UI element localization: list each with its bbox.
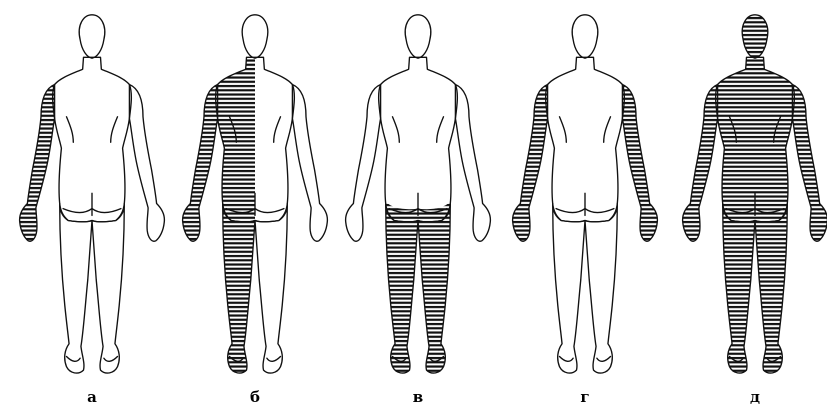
figure-label: а <box>87 388 97 406</box>
body-figure <box>683 15 827 373</box>
body-figure <box>346 15 491 373</box>
figures-layer: а б в г д <box>20 15 827 406</box>
body-figure <box>20 15 165 373</box>
body-outline <box>513 15 658 373</box>
body-outline <box>183 15 328 373</box>
figure-label: д <box>750 388 760 406</box>
body-outline <box>20 15 165 373</box>
figure-label: в <box>413 388 423 406</box>
body-outline <box>346 15 491 373</box>
body-figure <box>183 15 328 373</box>
figure-label: б <box>250 388 260 406</box>
shaded-area <box>183 57 255 373</box>
body-figure <box>513 15 658 373</box>
figure-label: г <box>580 388 589 406</box>
